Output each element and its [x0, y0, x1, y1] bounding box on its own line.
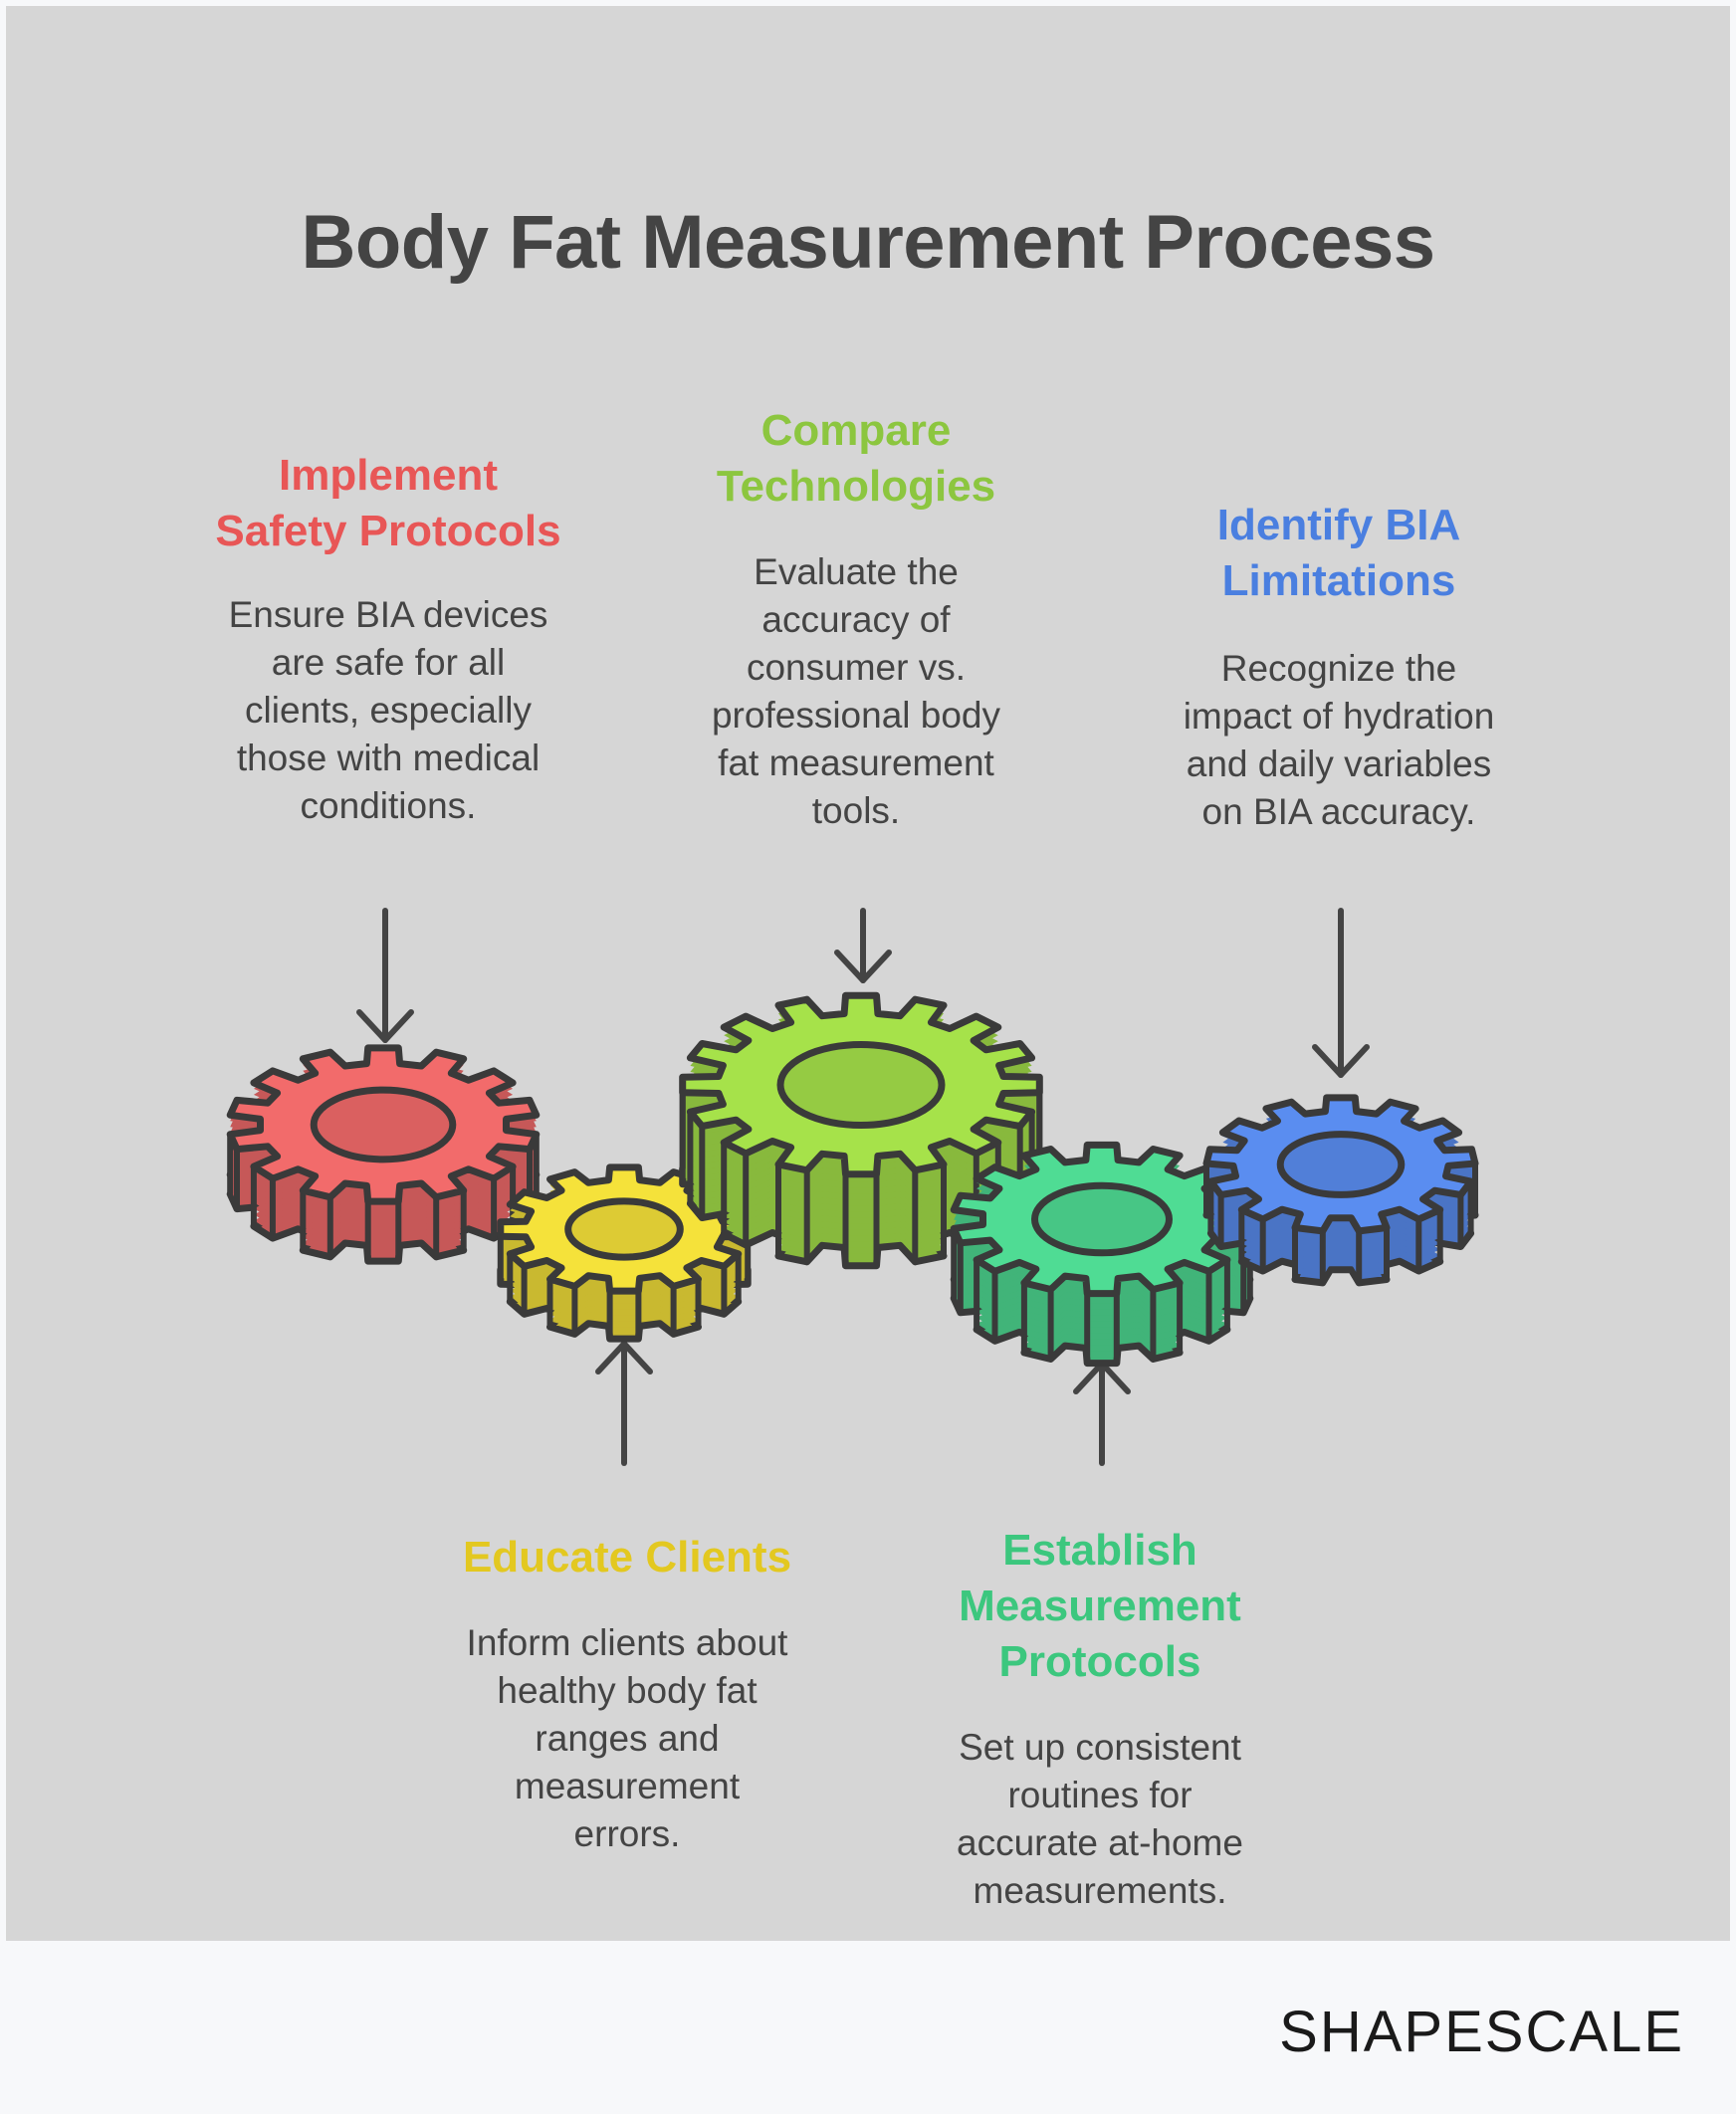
heading-line: Measurement — [959, 1582, 1241, 1630]
desc-line: accuracy of — [761, 599, 951, 640]
step-identify-heading: Identify BIA Limitations — [1115, 498, 1563, 609]
desc-line: healthy body fat — [497, 1670, 758, 1711]
desc-line: are safe for all — [271, 642, 506, 683]
desc-line: Ensure BIA devices — [228, 594, 548, 635]
step-implement-description: Ensure BIA devices are safe for all clie… — [169, 591, 607, 830]
arrow-identify — [1312, 908, 1370, 1078]
step-implement-heading: Implement Safety Protocols — [169, 448, 607, 559]
gear-blue — [1202, 1094, 1479, 1287]
gear-yellow — [497, 1163, 752, 1343]
arrow-implement — [356, 908, 414, 1043]
heading-line: Technologies — [716, 462, 996, 511]
step-establish-description: Set up consistent routines for accurate … — [881, 1724, 1319, 1915]
page-title: Body Fat Measurement Process — [301, 200, 1435, 285]
step-establish-heading: Establish Measurement Protocols — [881, 1523, 1319, 1690]
desc-line: conditions. — [300, 785, 477, 826]
step-educate-heading: Educate Clients — [408, 1530, 846, 1586]
gear-green — [950, 1141, 1254, 1368]
step-compare-heading: Compare Technologies — [637, 403, 1075, 515]
gear-red — [226, 1044, 541, 1265]
desc-line: fat measurement — [718, 742, 994, 783]
desc-line: those with medical — [236, 738, 541, 778]
desc-line: ranges and — [535, 1718, 720, 1759]
desc-line: consumer vs. — [746, 647, 966, 688]
gear-lime — [679, 991, 1043, 1270]
step-educate: Educate Clients Inform clients about hea… — [408, 1530, 846, 1858]
step-implement: Implement Safety Protocols Ensure BIA de… — [169, 448, 607, 830]
heading-line: Compare — [760, 406, 952, 455]
desc-line: on BIA accuracy. — [1201, 791, 1476, 832]
arrow-compare — [834, 908, 892, 983]
desc-line: clients, especially — [245, 690, 532, 731]
brand-logo: SHAPESCALE — [1279, 2000, 1684, 2064]
desc-line: impact of hydration — [1183, 696, 1495, 737]
arrows-layer — [356, 908, 1370, 1466]
desc-line: professional body — [711, 695, 1001, 736]
desc-line: errors. — [573, 1813, 681, 1854]
heading-line: Limitations — [1221, 556, 1456, 605]
step-educate-description: Inform clients about healthy body fat ra… — [408, 1619, 846, 1858]
heading-line: Safety Protocols — [215, 507, 561, 555]
gears-layer — [226, 991, 1479, 1368]
heading-line: Educate Clients — [462, 1533, 792, 1582]
desc-line: Set up consistent — [959, 1727, 1241, 1768]
heading-line: Establish — [1002, 1526, 1197, 1575]
step-identify: Identify BIA Limitations Recognize the i… — [1115, 498, 1563, 836]
heading-line: Identify BIA — [1216, 501, 1461, 549]
heading-line: Protocols — [998, 1637, 1201, 1686]
desc-line: Recognize the — [1220, 648, 1457, 689]
desc-line: accurate at-home — [957, 1822, 1243, 1863]
desc-line: tools. — [811, 790, 901, 831]
arrow-educate — [595, 1341, 653, 1466]
desc-line: Evaluate the — [754, 551, 959, 592]
heading-line: Implement — [278, 451, 499, 500]
desc-line: Inform clients about — [466, 1622, 788, 1663]
desc-line: measurements. — [973, 1870, 1227, 1911]
desc-line: measurement — [514, 1766, 741, 1806]
step-establish: Establish Measurement Protocols Set up c… — [881, 1523, 1319, 1915]
arrow-establish — [1073, 1361, 1131, 1466]
desc-line: routines for — [1007, 1775, 1193, 1815]
step-compare: Compare Technologies Evaluate the accura… — [637, 403, 1075, 835]
step-identify-description: Recognize the impact of hydration and da… — [1115, 645, 1563, 836]
step-compare-description: Evaluate the accuracy of consumer vs. pr… — [637, 548, 1075, 835]
desc-line: and daily variables — [1186, 743, 1492, 784]
